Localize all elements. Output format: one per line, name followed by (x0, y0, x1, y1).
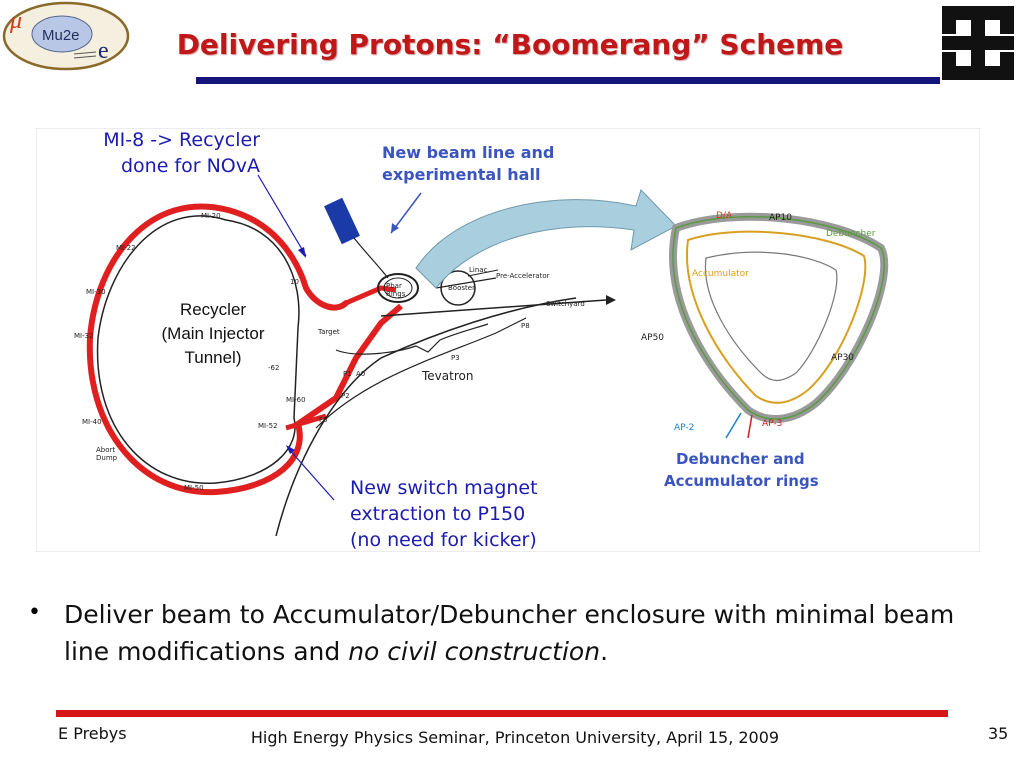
accelerator-complex-diagram: MI-20 MI-22 MI-30 MI-32 MI-40 Abort Dump… (36, 128, 980, 552)
callout-switch-line2: extraction to P150 (350, 503, 526, 525)
bullet-dot: • (28, 600, 41, 625)
label-ap3: AP-3 (762, 419, 782, 429)
recycler-label-line3: Tunnel) (184, 348, 242, 367)
label-abort: Abort (96, 446, 115, 454)
bullet-text-main: Deliver beam to Accumulator/Debuncher en… (64, 600, 955, 666)
footer-author: E Prebys (58, 724, 127, 743)
label-target: Target (317, 328, 340, 336)
mi8-callout-pointer (257, 174, 307, 257)
recycler-label-line1: Recycler (179, 300, 247, 319)
mi8-callout-pointer-head-icon (298, 247, 306, 258)
title-underline (196, 77, 940, 84)
new-beamline-pointer-head-icon (391, 223, 399, 233)
label-p150: 10 (290, 278, 299, 286)
label-mi32: MI-32 (74, 332, 94, 340)
label-dump: Dump (96, 454, 118, 462)
callout-switch-magnet: New switch magnet extraction to P150 (no… (350, 475, 610, 553)
label-mi40: MI-40 (82, 418, 102, 426)
new-beam-line-text-1: New beam line and (382, 143, 554, 162)
logo-e-glyph: e (98, 38, 109, 64)
recycler-label: Recycler (Main Injector Tunnel) (128, 298, 298, 370)
label-ap50: AP50 (641, 333, 664, 343)
logo-mu-glyph: μ (9, 8, 22, 34)
recycler-ring-red (86, 203, 303, 496)
label-ap2: AP-2 (674, 423, 694, 433)
switchyard-arrow-icon (606, 295, 616, 305)
label-mi60: MI-60 (286, 396, 306, 404)
label-debuncher: Debuncher (826, 229, 876, 239)
tevatron-line (275, 297, 577, 537)
label-linac: Linac (469, 266, 488, 274)
switch-callout-pointer (287, 447, 335, 501)
callout-switch-line3: (no need for kicker) (350, 529, 537, 551)
label-mi62: -62 (268, 364, 279, 372)
footer-venue: High Energy Physics Seminar, Princeton U… (250, 728, 780, 747)
label-f0: F0 (319, 416, 327, 424)
pbar-rings-inner (383, 277, 413, 299)
linac-line (467, 269, 499, 277)
logo-text: Mu2e (42, 27, 80, 44)
label-tevatron: Tevatron (421, 369, 473, 383)
label-ap10: AP10 (769, 213, 792, 223)
recycler-upper-red (225, 207, 349, 311)
slide-title: Delivering Protons: “Boomerang” Scheme (176, 28, 844, 61)
bullet-text-end: . (600, 637, 609, 666)
label-mi20: MI-20 (201, 212, 221, 220)
label-mi50: MI-50 (184, 484, 204, 492)
booster-line (435, 277, 497, 289)
main-injector-ring (96, 215, 300, 484)
label-ap30: AP30 (831, 353, 854, 363)
recycler-label-line2: (Main Injector (161, 324, 265, 343)
label-da: D/A (716, 211, 733, 221)
new-beam-line-text-2: experimental hall (382, 165, 540, 184)
experimental-hall (324, 197, 360, 245)
mu2e-logo: μ Mu2e e (2, 1, 130, 71)
label-p1: P1 (343, 370, 352, 378)
bullet-text: Deliver beam to Accumulator/Debuncher en… (64, 596, 984, 670)
footer-rule (56, 710, 948, 717)
fermilab-logo (942, 6, 1014, 80)
pbar-rings (377, 273, 419, 303)
switch-callout-pointer-head-icon (286, 445, 295, 454)
label-p2: P2 (341, 392, 350, 400)
label-rings: Rings (386, 290, 406, 298)
label-pbar: Pbar (386, 282, 402, 290)
label-mi22: MI-22 (116, 244, 136, 252)
debuncher-rings-text-2: Accumulator rings (664, 472, 819, 490)
callout-mi8-recycler: MI-8 -> Recycler done for NOvA (40, 127, 260, 179)
mi8-line-red (345, 285, 397, 306)
label-switchyard: Switchyard (546, 300, 585, 308)
callout-switch-line1: New switch magnet (350, 477, 538, 499)
label-mi52: MI-52 (258, 422, 278, 430)
debuncher-accumulator-rings (669, 212, 889, 439)
p1-p150-red (296, 303, 403, 427)
label-a0: A0 (356, 370, 365, 378)
label-p3: P3 (451, 354, 460, 362)
debuncher-rings-text-1: Debuncher and (676, 450, 805, 468)
callout-mi8-line1: MI-8 -> Recycler (103, 129, 260, 151)
tevatron-bracket (335, 323, 489, 355)
label-booster: Booster (448, 284, 475, 292)
tevatron-line-2 (315, 317, 527, 429)
label-accumulator: Accumulator (692, 269, 749, 279)
switchyard-line (380, 299, 607, 317)
label-p8: P8 (521, 322, 530, 330)
page-number: 35 (988, 724, 1009, 743)
label-mi30: MI-30 (86, 288, 106, 296)
callout-mi8-line2: done for NOvA (120, 155, 260, 177)
booster-ring (440, 270, 476, 306)
switch-stub-red (285, 413, 327, 431)
bullet-text-italic: no civil construction (348, 637, 601, 666)
label-pre-accelerator: Pre-Accelerator (496, 272, 550, 280)
hall-beamline (353, 237, 389, 279)
